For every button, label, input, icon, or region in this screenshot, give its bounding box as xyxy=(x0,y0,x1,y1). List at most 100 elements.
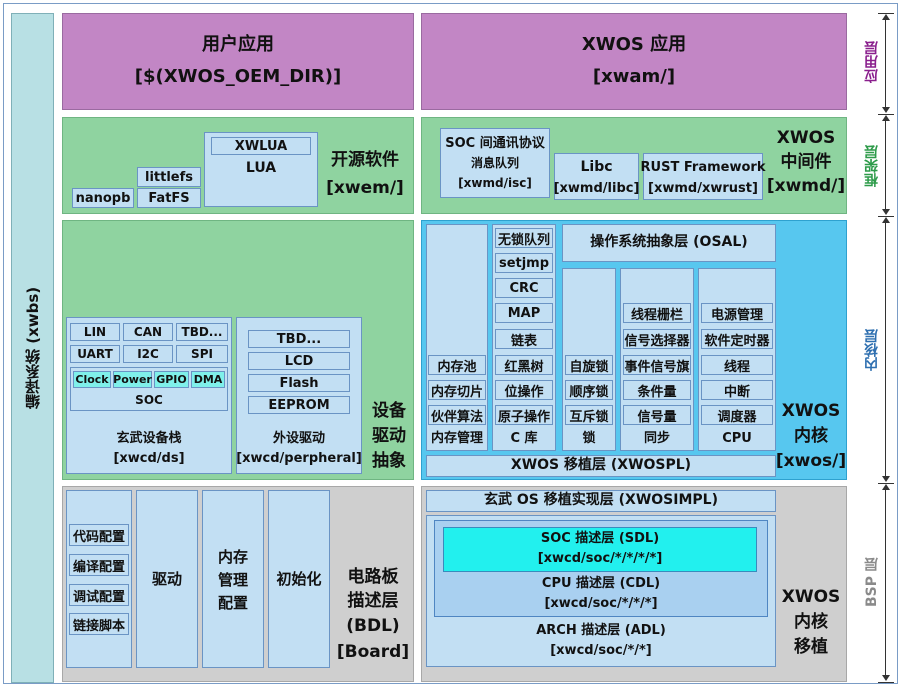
board-title-4: [Board] xyxy=(336,642,410,663)
cdl-label-1: CPU 描述层 (CDL) xyxy=(541,575,661,591)
buddy-box: 伙伴算法 xyxy=(428,405,486,425)
kernel-arrow-down xyxy=(882,476,890,482)
osal-box xyxy=(562,224,776,262)
debug-config-box: 调试配置 xyxy=(69,584,129,606)
sync-label: 同步 xyxy=(643,430,670,446)
framework-range-line xyxy=(885,120,886,211)
mutex-box: 互斥锁 xyxy=(565,405,613,425)
sdl-label-2: [xwcd/soc/*/*/*/*] xyxy=(537,550,663,566)
adl-label-2: [xwcd/soc/*/*] xyxy=(550,642,652,658)
soc-ipc-line3: [xwmd/isc] xyxy=(458,175,532,190)
opensource-path: [xwem/] xyxy=(326,178,404,199)
build-system-label: 编译系统 (xwbs) xyxy=(24,286,42,410)
layer-divider-bottom xyxy=(878,682,894,683)
seqlock-box: 顺序锁 xyxy=(565,380,613,400)
config-box xyxy=(66,490,132,668)
layer-divider-kernel-bsp xyxy=(878,483,894,484)
lin-box: LIN xyxy=(70,323,120,341)
uart-box: UART xyxy=(70,345,120,363)
i2c-box: I2C xyxy=(123,345,173,363)
atomic-box: 原子操作 xyxy=(495,405,553,425)
rust-box xyxy=(643,153,763,200)
xwosimpl-label: 玄武 OS 移植实现层 (XWOSIMPL) xyxy=(484,492,718,509)
lua-label: LUA xyxy=(245,160,277,177)
osal-label: 操作系统抽象层 (OSAL) xyxy=(590,234,748,251)
port-title-1: XWOS xyxy=(781,587,841,608)
xwlua-box: XWLUA xyxy=(211,137,311,155)
user-app-path: [$(XWOS_OEM_DIR)] xyxy=(134,65,342,87)
barrier-box: 线程栅栏 xyxy=(623,303,691,323)
can-box: CAN xyxy=(123,323,173,341)
tbd-peripheral-box: TBD... xyxy=(248,330,350,348)
build-system-bar xyxy=(11,13,54,683)
littlefs-box: littlefs xyxy=(137,167,201,187)
framework-arrow-down xyxy=(882,209,890,215)
xwos-app-title: XWOS 应用 xyxy=(581,33,687,55)
xwosimpl-box xyxy=(426,490,776,512)
clock-box: Clock xyxy=(73,371,111,388)
flash-box: Flash xyxy=(248,374,350,392)
power-box: Power xyxy=(113,371,152,388)
board-title-2: 描述层 xyxy=(347,591,399,612)
kernel-title-3: [xwos/] xyxy=(775,451,847,472)
board-driver-box xyxy=(136,490,198,668)
adl-label-1: ARCH 描述层 (ADL) xyxy=(536,622,666,638)
board-init-box xyxy=(268,490,330,668)
lcd-box: LCD xyxy=(248,352,350,370)
sdl-label-1: SOC 描述层 (SDL) xyxy=(540,530,660,546)
crc-box: CRC xyxy=(495,278,553,298)
fatfs-box: FatFS xyxy=(137,188,201,208)
setjmp-box: setjmp xyxy=(495,253,553,273)
board-title-1: 电路板 xyxy=(347,567,399,588)
bsp-layer-label: BSP 层 xyxy=(861,548,883,616)
swtimer-box: 软件定时器 xyxy=(701,329,773,349)
board-mem-box xyxy=(202,490,264,668)
kernel-arrow-up xyxy=(882,217,890,223)
spi-box: SPI xyxy=(176,345,228,363)
bsp-arrow-up xyxy=(882,484,890,490)
board-mem-label-3: 配置 xyxy=(217,593,248,612)
device-driver-title-3: 抽象 xyxy=(372,451,406,472)
bsp-arrow-down xyxy=(882,675,890,681)
gpio-box: GPIO xyxy=(154,371,189,388)
cpu-label: CPU xyxy=(722,430,752,446)
xwos-app-path: [xwam/] xyxy=(592,65,676,87)
app-arrow-up xyxy=(882,14,890,20)
lock-label: 锁 xyxy=(582,430,596,446)
port-title-3: 移植 xyxy=(794,637,828,658)
kernel-range-line xyxy=(885,222,886,478)
dma-box: DMA xyxy=(191,371,225,388)
peripheral-label-2: [xwcd/perpheral] xyxy=(236,450,362,466)
device-driver-title-1: 设备 xyxy=(372,401,406,422)
soc-label: SOC xyxy=(135,392,163,407)
middleware-title-1: XWOS xyxy=(776,128,836,149)
cdl-label-2: [xwcd/soc/*/*/*] xyxy=(544,595,658,611)
eeprom-box: EEPROM xyxy=(248,396,350,414)
layer-divider-app-framework xyxy=(878,114,894,115)
rust-line2: [xwmd/xwrust] xyxy=(648,180,758,196)
build-config-box: 编译配置 xyxy=(69,554,129,576)
power-mgmt-box: 电源管理 xyxy=(701,303,773,323)
map-box: MAP xyxy=(495,303,553,323)
board-init-label: 初始化 xyxy=(276,569,322,588)
sdl-box xyxy=(443,527,757,572)
thread-box: 线程 xyxy=(701,355,773,375)
board-driver-label: 驱动 xyxy=(151,569,182,588)
clib-label: C 库 xyxy=(510,430,538,446)
soc-ipc-line2: 消息队列 xyxy=(470,155,519,170)
board-mem-label-1: 内存 xyxy=(217,547,248,566)
mem-manage-label: 内存管理 xyxy=(430,430,483,446)
xwospl-label: XWOS 移植层 (XWOSPL) xyxy=(510,457,692,474)
nanopb-box: nanopb xyxy=(72,188,134,208)
app-range-line xyxy=(885,18,886,109)
bsp-range-line xyxy=(885,489,886,677)
sem-box: 信号量 xyxy=(623,405,691,425)
board-title-3: (BDL) xyxy=(346,616,400,637)
opensource-title: 开源软件 xyxy=(331,150,399,171)
lockfree-queue-box: 无锁队列 xyxy=(495,228,553,248)
framework-arrow-up xyxy=(882,115,890,121)
libc-line2: [xwmd/libc] xyxy=(553,180,640,196)
middleware-title-2: 中间件 xyxy=(780,152,832,173)
middleware-title-3: [xwmd/] xyxy=(766,176,846,197)
user-app-title: 用户应用 xyxy=(202,33,274,55)
